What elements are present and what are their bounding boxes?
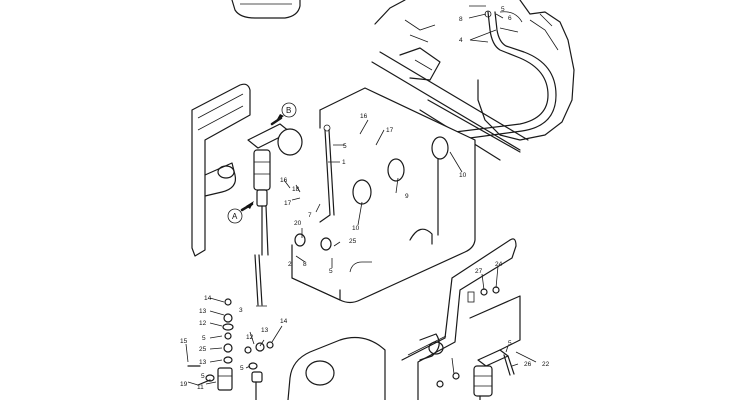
- label-bl-12: 12: [199, 320, 207, 327]
- label-br-5: 5: [508, 340, 512, 347]
- label-mid-1: 1: [342, 159, 346, 166]
- label-mid-9: 9: [405, 193, 409, 200]
- pipe-3: [254, 254, 263, 306]
- fuel-filter-assembly: [247, 123, 303, 256]
- label-bl-13: 13: [199, 308, 207, 315]
- label-mid-18: 18: [292, 186, 300, 193]
- label-mid-25: 25: [349, 238, 357, 245]
- label-br-22: 22: [542, 361, 550, 368]
- label-bl-13c: 13: [261, 327, 269, 334]
- label-bl-5c: 5: [240, 365, 244, 372]
- label-top-5: 5: [501, 6, 505, 13]
- label-mid-3: 3: [239, 307, 243, 314]
- label-br-24: 24: [495, 261, 503, 268]
- label-top-6: 6: [508, 15, 512, 22]
- label-mid-16b: 16: [280, 177, 288, 184]
- top-left-component: [231, 0, 301, 19]
- label-bl-11: 11: [197, 384, 204, 391]
- lower-tank: [287, 337, 386, 400]
- label-br-27: 27: [475, 268, 483, 275]
- label-br-26: 26: [524, 361, 532, 368]
- label-bl-12b: 12: [246, 334, 254, 341]
- label-top-8: 8: [459, 16, 463, 23]
- callout-a-letter: A: [232, 212, 238, 221]
- label-top-4: 4: [459, 37, 463, 44]
- callout-b: B: [270, 102, 297, 126]
- label-mid-17b: 17: [284, 200, 292, 207]
- label-mid-5: 5: [343, 143, 347, 150]
- label-mid-17: 17: [386, 127, 394, 134]
- label-mid-2: 2: [288, 261, 292, 268]
- fuel-tank: [291, 87, 476, 304]
- part-number-labels: 8 5 6 4 16 17 5 1 10 9 10 16 18 17 7 20 …: [180, 6, 550, 391]
- label-bl-5b: 5: [201, 373, 205, 380]
- label-bl-14b: 14: [280, 318, 288, 325]
- label-bl-13b: 13: [199, 359, 207, 366]
- label-bl-14: 14: [204, 295, 212, 302]
- fittings-stack-left: [187, 298, 274, 400]
- label-mid-20: 20: [294, 220, 302, 227]
- label-bl-15: 15: [180, 338, 188, 345]
- right-filter-assembly: [436, 286, 515, 400]
- label-mid-8: 8: [303, 261, 307, 268]
- pipe-clamps: [294, 136, 449, 251]
- right-bracket-plate: [401, 238, 521, 400]
- label-bl-25: 25: [199, 346, 207, 353]
- label-mid-7: 7: [308, 212, 312, 219]
- label-mid-10a: 10: [459, 172, 467, 179]
- label-mid-16: 16: [360, 113, 368, 120]
- label-mid-5b: 5: [329, 268, 333, 275]
- label-mid-10b: 10: [352, 225, 360, 232]
- label-bl-19: 19: [180, 381, 188, 388]
- leader-lines: [185, 5, 537, 386]
- callout-b-letter: B: [286, 106, 291, 115]
- left-bracket-plate: [191, 83, 251, 257]
- label-bl-5: 5: [202, 335, 206, 342]
- callout-a: A: [227, 201, 254, 224]
- pipe-1: [319, 124, 335, 223]
